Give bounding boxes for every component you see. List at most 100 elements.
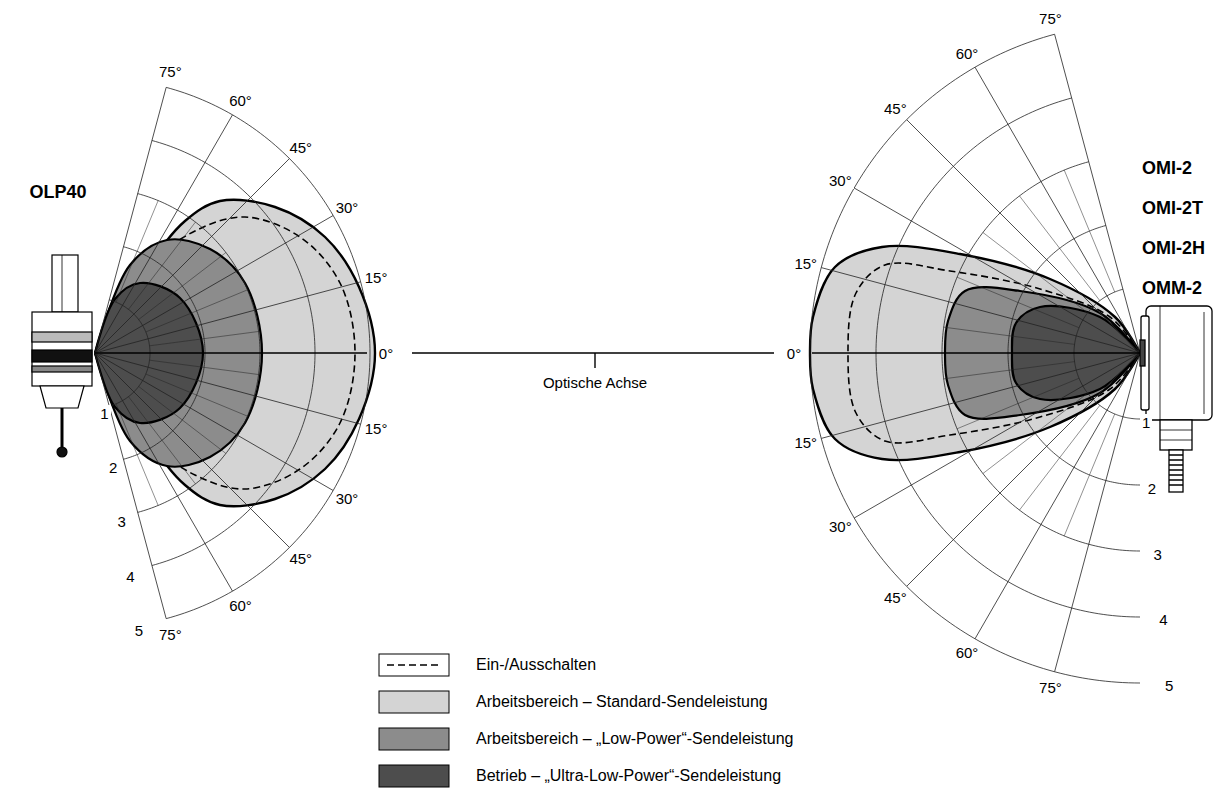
scale-label: 30° [827, 518, 854, 535]
angle-spoke [95, 282, 361, 353]
probe-ball [57, 447, 67, 457]
probe-shank-line [62, 255, 63, 312]
angle-spoke [95, 115, 233, 353]
standard-power-area [810, 246, 1140, 460]
scale-label: 30° [334, 490, 361, 507]
probe-band [32, 366, 92, 372]
scale-label: 15° [792, 255, 819, 272]
angle-spoke [95, 353, 166, 619]
angle-spoke [854, 353, 1140, 518]
axis-label: Optische Achse [541, 374, 649, 391]
connector-ribs [1160, 430, 1192, 440]
axis-tick [594, 353, 595, 368]
angle-spoke [150, 331, 259, 345]
scale-label: 60° [227, 597, 254, 614]
range-arc [1074, 289, 1140, 419]
angle-spoke [95, 353, 233, 591]
scale-label: 3 [116, 513, 128, 530]
receiver-front [1141, 316, 1149, 410]
scale-label: 75° [157, 626, 184, 643]
scale-label: 5 [1163, 677, 1175, 694]
angle-spoke [95, 353, 361, 424]
angle-spoke [128, 397, 195, 484]
axis-line [95, 352, 367, 353]
polar-grid [810, 34, 1140, 683]
angle-spoke [983, 393, 1088, 473]
angle-spoke [957, 378, 1079, 429]
angle-spoke [1019, 405, 1099, 510]
axis-line [412, 352, 774, 353]
scale-label: 15° [363, 269, 390, 286]
scale-label: 4 [1157, 611, 1169, 628]
legend-swatch [378, 689, 450, 715]
scale-label: 45° [882, 100, 909, 117]
scale-label: 45° [287, 139, 314, 156]
axis-line [812, 352, 1140, 353]
scale-label: 3 [1151, 546, 1163, 563]
angle-spoke [95, 87, 166, 353]
angle-spoke [944, 362, 1075, 379]
angle-spoke [907, 353, 1140, 586]
scale-label: 0° [377, 345, 395, 362]
legend: Ein-/AusschaltenArbeitsbereich – Standar… [378, 646, 794, 794]
legend-text: Arbeitsbereich – Standard-Sendeleistung [476, 693, 768, 711]
angle-spoke [1019, 196, 1099, 301]
scale-label: 30° [334, 199, 361, 216]
angle-spoke [1055, 34, 1140, 353]
legend-swatch [378, 763, 450, 789]
angle-spoke [116, 404, 158, 506]
angle-spoke [983, 232, 1088, 312]
angle-spoke [1064, 414, 1115, 536]
cable-ribs [1169, 455, 1183, 485]
probe-shank [52, 255, 78, 312]
angle-spoke [957, 277, 1079, 328]
angle-spoke [854, 188, 1140, 353]
optical-axis [95, 353, 1140, 368]
scale-label: 1 [98, 405, 110, 422]
scale-label: 30° [827, 172, 854, 189]
legend-row: Arbeitsbereich – Standard-Sendeleistung [378, 683, 794, 720]
dashed-sample [387, 664, 442, 666]
scale-label: 2 [1146, 480, 1158, 497]
swatch-fill [379, 728, 449, 750]
device-name: OLP40 [27, 182, 88, 202]
legend-swatch [378, 726, 450, 752]
probe-nose [40, 386, 84, 408]
angle-spoke [821, 353, 1140, 438]
angle-spoke [975, 353, 1140, 639]
legend-row: Betrieb – „Ultra-Low-Power“-Sendeleistun… [378, 757, 794, 794]
legend-text: Ein-/Ausschalten [476, 656, 596, 674]
sample-box [379, 654, 449, 676]
legend-text: Betrieb – „Ultra-Low-Power“-Sendeleistun… [476, 767, 781, 785]
receiver-connector [1160, 420, 1192, 450]
scale-label: 0° [785, 345, 803, 362]
angle-spoke [907, 120, 1140, 353]
angle-spoke [1064, 170, 1115, 292]
scale-label: 5 [133, 622, 145, 639]
standard-power-area [95, 200, 375, 507]
angle-spoke [146, 290, 248, 332]
receiver-cable [1169, 450, 1183, 492]
range-arc [942, 162, 1140, 551]
probe-band [32, 332, 92, 342]
angle-spoke [1055, 353, 1140, 672]
receiver-body [1146, 306, 1212, 420]
scale-label: 15° [792, 434, 819, 451]
scale-label: 75° [157, 63, 184, 80]
angle-spoke [139, 253, 226, 320]
angle-spoke [975, 67, 1140, 353]
probe-window [32, 350, 92, 362]
range-arc [810, 34, 1140, 683]
angle-spoke [150, 360, 259, 374]
scale-label: 1 [1140, 414, 1152, 431]
scale-label: 4 [124, 568, 136, 585]
legend-text: Arbeitsbereich – „Low-Power“-Sendeleistu… [476, 730, 794, 748]
scale-label: 60° [954, 644, 981, 661]
scale-label: 45° [287, 550, 314, 567]
swatch-fill [379, 765, 449, 787]
angle-spoke [95, 353, 333, 491]
legend-line-sample [378, 652, 450, 678]
range-arc [876, 98, 1140, 617]
angle-spoke [128, 222, 195, 309]
